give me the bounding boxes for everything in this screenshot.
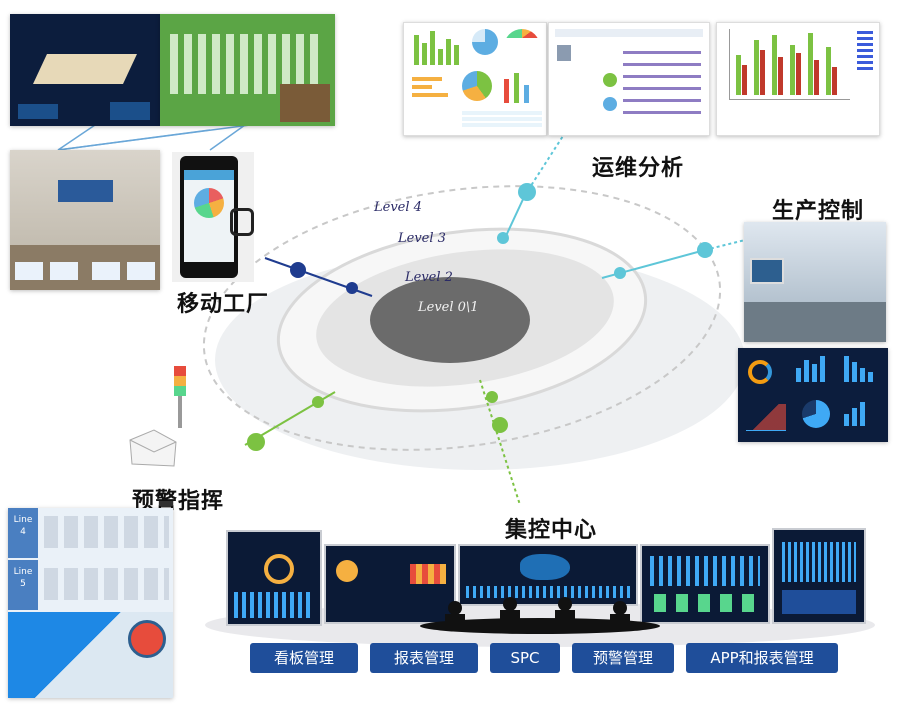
production-line bbox=[744, 302, 886, 342]
phone-screen bbox=[184, 170, 234, 262]
node-l3-center bbox=[486, 391, 498, 403]
data-table bbox=[462, 111, 542, 129]
bar-strip bbox=[234, 592, 314, 618]
pie-chart-2 bbox=[462, 71, 492, 101]
center-monitor-1 bbox=[226, 530, 322, 626]
desk-screen bbox=[15, 262, 43, 280]
heat-block bbox=[410, 564, 446, 584]
pie-chart bbox=[802, 400, 830, 428]
bar-chart bbox=[794, 356, 830, 386]
orange-bar-chart bbox=[412, 75, 452, 103]
meeting-room-photo bbox=[10, 150, 160, 290]
level-4-label: Level 4 bbox=[374, 200, 422, 215]
center-monitor-3 bbox=[458, 544, 638, 606]
production-floor-photo bbox=[744, 222, 886, 342]
center-monitor-2 bbox=[324, 544, 456, 624]
report-management-button[interactable]: 报表管理 bbox=[370, 643, 478, 673]
ops-analysis-label: 运维分析 bbox=[592, 156, 685, 181]
node-l3-prod bbox=[614, 267, 626, 279]
gauge-row bbox=[654, 594, 754, 612]
bar-strip bbox=[466, 586, 630, 598]
bar-strip bbox=[782, 542, 856, 582]
workshop-report bbox=[548, 22, 710, 136]
green-bar-chart bbox=[412, 29, 467, 69]
hand-ring bbox=[230, 208, 254, 236]
phone-body bbox=[180, 156, 238, 278]
ring-chart bbox=[264, 554, 294, 584]
pie-chart bbox=[336, 560, 358, 582]
mini-chart bbox=[110, 102, 150, 120]
signal-tower-icon bbox=[174, 366, 186, 428]
line-5-machines bbox=[44, 568, 169, 600]
factory-layout-view bbox=[160, 14, 335, 126]
production-dashboard bbox=[738, 348, 888, 442]
node-l4-center bbox=[492, 417, 508, 433]
donut-chart bbox=[194, 188, 224, 218]
center-monitor-4 bbox=[640, 544, 770, 624]
node-l4-prod bbox=[697, 242, 713, 258]
spc-button[interactable]: SPC bbox=[490, 643, 560, 673]
bar-chart-3 bbox=[842, 400, 882, 430]
table-block bbox=[782, 590, 856, 614]
node-l4-mobile bbox=[290, 262, 306, 278]
pie-chart bbox=[472, 29, 498, 55]
column-chart bbox=[500, 71, 540, 107]
dashboard-management-button[interactable]: 看板管理 bbox=[250, 643, 358, 673]
production-control-label: 生产控制 bbox=[772, 199, 865, 224]
core-disk bbox=[370, 277, 530, 363]
area-chart bbox=[746, 404, 786, 431]
control-center-label: 集控中心 bbox=[505, 518, 598, 543]
status-dot bbox=[603, 97, 617, 111]
alert-management-button[interactable]: 预警管理 bbox=[572, 643, 674, 673]
progress-rows bbox=[623, 45, 701, 115]
mail-icon bbox=[129, 429, 177, 467]
level-2-label: Level 2 bbox=[405, 270, 453, 285]
map-shape bbox=[520, 554, 570, 580]
app-report-management-button[interactable]: APP和报表管理 bbox=[686, 643, 838, 673]
level-3-label: Level 3 bbox=[398, 231, 446, 246]
arrow-4 bbox=[209, 124, 246, 151]
analysis-dashboard bbox=[403, 22, 547, 136]
desk-screen bbox=[92, 262, 120, 280]
center-monitor-5 bbox=[772, 528, 866, 624]
status-dot bbox=[603, 73, 617, 87]
phone-header bbox=[184, 170, 234, 180]
arrow-2 bbox=[57, 124, 251, 151]
mini-chart bbox=[18, 104, 58, 119]
wall-monitor bbox=[750, 258, 784, 284]
operators-silhouette bbox=[420, 597, 660, 634]
legend bbox=[857, 31, 873, 71]
node-l3-ops bbox=[497, 232, 509, 244]
bar-strip bbox=[650, 556, 760, 586]
desk-screen bbox=[50, 262, 78, 280]
gauge-chart bbox=[504, 29, 540, 47]
ring-chart bbox=[748, 360, 772, 384]
mobile-factory-label: 移动工厂 bbox=[177, 292, 270, 317]
level4-ring bbox=[202, 185, 722, 451]
line-4-machines bbox=[44, 516, 169, 548]
node-l4-alert bbox=[247, 433, 265, 451]
alert-gauge bbox=[128, 620, 166, 658]
factory-model bbox=[33, 54, 137, 84]
connector-center bbox=[479, 379, 521, 506]
multi-bar-chart bbox=[716, 22, 880, 136]
connector-ops bbox=[504, 194, 526, 239]
node-l4-ops bbox=[518, 183, 536, 201]
desk-screen bbox=[127, 262, 155, 280]
level-01-label: Level 0\1 bbox=[418, 300, 479, 315]
chart-axes bbox=[729, 29, 850, 100]
data-table bbox=[280, 84, 330, 122]
phone-photo bbox=[172, 152, 254, 282]
wall-screen bbox=[58, 180, 113, 202]
node-l3-mobile bbox=[346, 282, 358, 294]
avatar bbox=[557, 45, 571, 61]
node-l3-alert bbox=[312, 396, 324, 408]
report-header bbox=[555, 29, 703, 37]
arrow-3 bbox=[57, 124, 96, 151]
factory-3d-dashboard bbox=[10, 14, 160, 126]
bar-chart-2 bbox=[842, 356, 882, 386]
